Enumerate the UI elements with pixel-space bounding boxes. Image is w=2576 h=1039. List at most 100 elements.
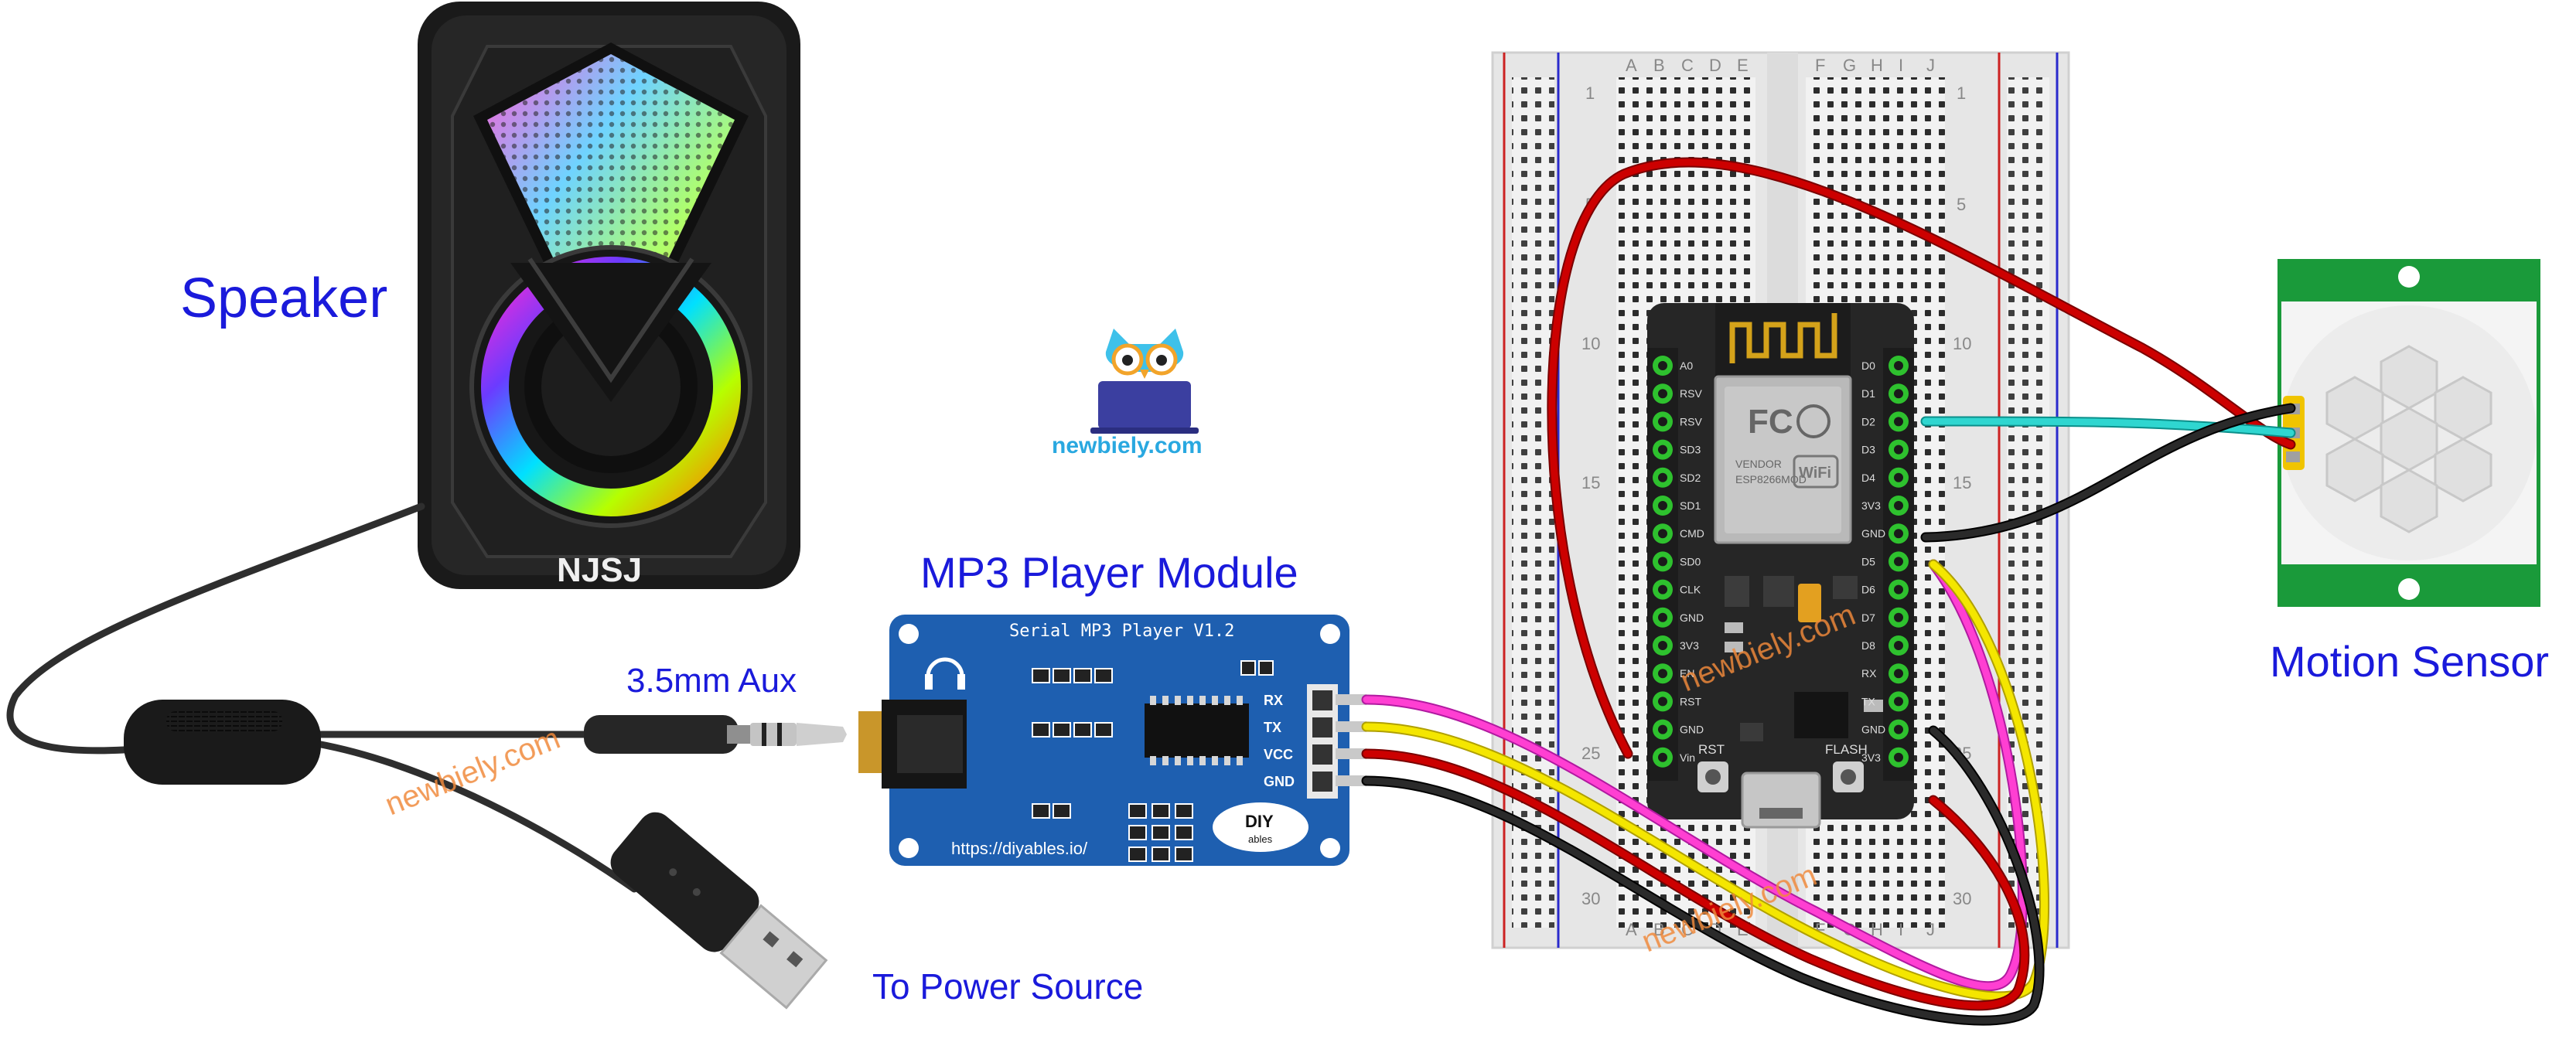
pir-lens-icon bbox=[2325, 345, 2492, 533]
header-pin-hole bbox=[1658, 472, 1667, 482]
audio-jack-icon bbox=[584, 715, 847, 754]
fcc-logo-icon: FC bbox=[1748, 403, 1793, 441]
headphone-icon bbox=[926, 657, 964, 677]
module-vendor-text: VENDOR bbox=[1735, 458, 1782, 470]
rst-label: RST bbox=[1698, 742, 1725, 757]
diyables-logo-top: DIY bbox=[1245, 812, 1274, 831]
row-label-25: 25 bbox=[1581, 744, 1600, 763]
mp3-board-url: https://diyables.io/ bbox=[951, 839, 1088, 858]
wifi-logo-text: WiFi bbox=[1799, 465, 1831, 482]
mp3-pin-rx-label: RX bbox=[1264, 693, 1283, 708]
pin-label-right-d5: D5 bbox=[1861, 555, 1875, 567]
header-pin-hole bbox=[1658, 584, 1667, 594]
col-label-a: A bbox=[1626, 56, 1637, 75]
flash-label: FLASH bbox=[1825, 742, 1868, 757]
pin-label-left-gnd: GND bbox=[1680, 724, 1704, 736]
col-label-f: F bbox=[1815, 56, 1825, 75]
header-pin-hole bbox=[1894, 557, 1903, 567]
mp3-player-module: Serial MP3 Player V1.2 https://diyables.… bbox=[858, 615, 1366, 866]
mp3-pin-tx-label: TX bbox=[1264, 720, 1281, 735]
row-label-5-right: 5 bbox=[1957, 195, 1966, 214]
pin-label-right-d2: D2 bbox=[1861, 415, 1875, 428]
pin-label-right-gnd: GND bbox=[1861, 724, 1885, 736]
usb-serial-chip bbox=[1794, 692, 1848, 738]
header-pin-hole bbox=[1894, 501, 1903, 510]
header-pin-hole bbox=[1658, 501, 1667, 510]
wires bbox=[1361, 157, 2296, 1026]
header-pin-hole bbox=[1894, 584, 1903, 594]
header-pin-hole bbox=[1658, 557, 1667, 567]
usb-plug-icon bbox=[610, 812, 828, 1010]
row-label-30-right: 30 bbox=[1953, 889, 1971, 908]
pin-label-left-a0: A0 bbox=[1680, 359, 1693, 372]
header-pin-hole bbox=[1894, 669, 1903, 679]
col-label-j-bottom: J bbox=[1926, 920, 1935, 939]
pin-label-left-vin: Vin bbox=[1680, 751, 1695, 764]
header-pin-hole bbox=[1894, 445, 1903, 455]
speaker-cables bbox=[6, 502, 638, 893]
pin-label-right-rx: RX bbox=[1861, 667, 1877, 680]
row-label-15: 15 bbox=[1581, 473, 1600, 492]
header-pin-hole bbox=[1894, 724, 1903, 734]
label-power-source: To Power Source bbox=[872, 966, 1143, 1007]
col-label-g: G bbox=[1843, 56, 1856, 75]
row-label-15-right: 15 bbox=[1953, 473, 1971, 492]
header-pin-hole bbox=[1894, 361, 1903, 370]
pin-label-left-sd3: SD3 bbox=[1680, 444, 1701, 456]
mp3-pin-vcc-label: VCC bbox=[1264, 747, 1293, 762]
pin-label-right-d3: D3 bbox=[1861, 444, 1875, 456]
mp3-pin-gnd-label: GND bbox=[1264, 774, 1295, 789]
col-label-b-bottom: B bbox=[1653, 920, 1665, 939]
col-label-b: B bbox=[1653, 56, 1665, 75]
row-label-10: 10 bbox=[1581, 334, 1600, 353]
header-pin-hole bbox=[1894, 612, 1903, 622]
pin-label-left-en: EN bbox=[1680, 667, 1694, 680]
pin-label-right-d6: D6 bbox=[1861, 584, 1875, 596]
nodemcu-pins-left: A0RSVRSVSD3SD2SD1CMDSD0CLKGND3V3ENRSTGND… bbox=[1653, 356, 1704, 768]
header-pin-hole bbox=[1894, 697, 1903, 707]
header-pin-hole bbox=[1894, 417, 1903, 427]
pin-label-right-gnd: GND bbox=[1861, 527, 1885, 540]
pin-label-left-sd2: SD2 bbox=[1680, 472, 1701, 484]
aux-socket[interactable] bbox=[858, 711, 885, 773]
diyables-logo-bottom: ables bbox=[1248, 833, 1273, 845]
pin-label-left-rsv: RSV bbox=[1680, 387, 1702, 400]
motion-sensor bbox=[2277, 259, 2540, 607]
nodemcu-board: FC VENDOR ESP8266MOD WiFi RST FLASH A0RS… bbox=[1647, 303, 1914, 829]
header-pin-hole bbox=[1658, 529, 1667, 539]
mp3-decoder-chip bbox=[1145, 703, 1249, 758]
mp3-board-title: Serial MP3 Player V1.2 bbox=[1009, 622, 1234, 641]
col-label-h-bottom: H bbox=[1871, 920, 1883, 939]
espressif-logo-icon bbox=[1796, 404, 1830, 438]
pin-label-left-3v3: 3V3 bbox=[1680, 639, 1699, 652]
col-label-e: E bbox=[1737, 56, 1749, 75]
header-pin-hole bbox=[1658, 669, 1667, 679]
annotation-labels: Speaker MP3 Player Module 3.5mm Aux Moti… bbox=[180, 267, 2549, 1007]
col-label-j: J bbox=[1926, 56, 1935, 75]
pin-label-left-rst: RST bbox=[1680, 695, 1701, 707]
header-pin-hole bbox=[1658, 389, 1667, 399]
pin-label-left-rsv: RSV bbox=[1680, 415, 1702, 428]
speaker-brand-logo: NJSJ bbox=[557, 551, 642, 589]
label-motion-sensor: Motion Sensor bbox=[2270, 637, 2549, 686]
pin-label-left-sd0: SD0 bbox=[1680, 555, 1701, 567]
pin-label-left-sd1: SD1 bbox=[1680, 499, 1701, 512]
col-label-h: H bbox=[1871, 56, 1883, 75]
header-pin-hole bbox=[1658, 752, 1667, 762]
pin-label-right-d8: D8 bbox=[1861, 639, 1875, 652]
row-label-1: 1 bbox=[1585, 83, 1595, 103]
label-mp3-module: MP3 Player Module bbox=[920, 548, 1298, 597]
micro-usb-port[interactable] bbox=[1741, 772, 1821, 829]
pin-label-right-d0: D0 bbox=[1861, 359, 1875, 372]
speaker: NJSJ bbox=[418, 2, 800, 589]
col-label-i: I bbox=[1899, 56, 1903, 75]
col-label-a-bottom: A bbox=[1626, 920, 1637, 939]
header-pin-hole bbox=[1658, 361, 1667, 370]
row-label-30: 30 bbox=[1581, 889, 1600, 908]
header-pin-hole bbox=[1894, 752, 1903, 762]
header-pin-hole bbox=[1658, 445, 1667, 455]
pin-label-right-3v3: 3V3 bbox=[1861, 499, 1881, 512]
